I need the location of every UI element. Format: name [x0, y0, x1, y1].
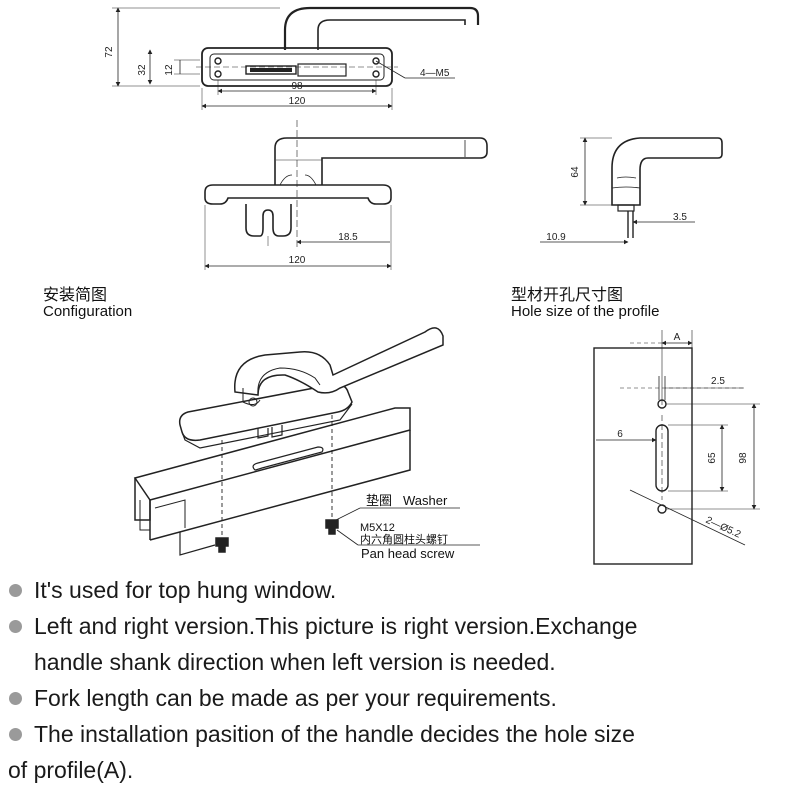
washer-label-cn: 垫圈 [366, 493, 392, 508]
technical-drawing: 72 32 12 98 120 4—M5 18.5 120 [43, 6, 760, 565]
hole-size-title-cn: 型材开孔尺寸图 [511, 285, 623, 304]
dim-12: 12 [164, 64, 175, 76]
notes-list: It's used for top hung window. Left and … [0, 572, 800, 788]
note-item: It's used for top hung window. [0, 572, 800, 608]
hole-size-title-en: Hole size of the profile [511, 303, 659, 320]
configuration-drawing [133, 327, 480, 556]
bullet-dot [9, 728, 22, 741]
note-item: Fork length can be made as per your requ… [0, 680, 800, 716]
screw-spec: M5X12 [360, 522, 395, 534]
note-text: The installation pasition of the handle … [34, 721, 635, 747]
dim-2-5: 2.5 [711, 376, 725, 387]
dim-3-5: 3.5 [673, 212, 687, 223]
hole-size-drawing [593, 330, 760, 565]
washer-label-en: Washer [403, 493, 448, 508]
screw-cn: 内六角圆柱头螺钉 [360, 532, 448, 546]
side-view [204, 120, 488, 270]
dim-98-hole: 98 [738, 452, 749, 464]
dim-32: 32 [137, 64, 148, 76]
note-text-continued: handle shank direction when left version… [34, 649, 556, 675]
bullet-dot [9, 692, 22, 705]
dim-10-9: 10.9 [546, 232, 566, 243]
bullet-dot [9, 620, 22, 633]
dim-120-side: 120 [289, 255, 306, 266]
end-view [540, 137, 723, 245]
screw-en: Pan head screw [361, 546, 455, 561]
dim-64: 64 [570, 166, 581, 178]
note-item: The installation pasition of the handle … [0, 716, 800, 788]
dim-72: 72 [104, 46, 115, 58]
bullet-dot [9, 584, 22, 597]
note-text: Left and right version.This picture is r… [34, 613, 638, 639]
note-text: It's used for top hung window. [34, 577, 337, 603]
dim-120-top: 120 [289, 96, 306, 107]
configuration-title-cn: 安装简图 [43, 285, 107, 304]
dim-65: 65 [707, 452, 718, 464]
note-text: Fork length can be made as per your requ… [34, 685, 557, 711]
screw-callout: 4—M5 [420, 68, 450, 79]
note-text-continued: of profile(A). [8, 757, 134, 783]
dim-18-5: 18.5 [338, 232, 358, 243]
dim-A: A [674, 332, 681, 343]
note-item: Left and right version.This picture is r… [0, 608, 800, 680]
configuration-title-en: Configuration [43, 303, 132, 320]
dim-6: 6 [617, 429, 623, 440]
top-view [112, 6, 480, 110]
dim-98: 98 [291, 81, 303, 92]
